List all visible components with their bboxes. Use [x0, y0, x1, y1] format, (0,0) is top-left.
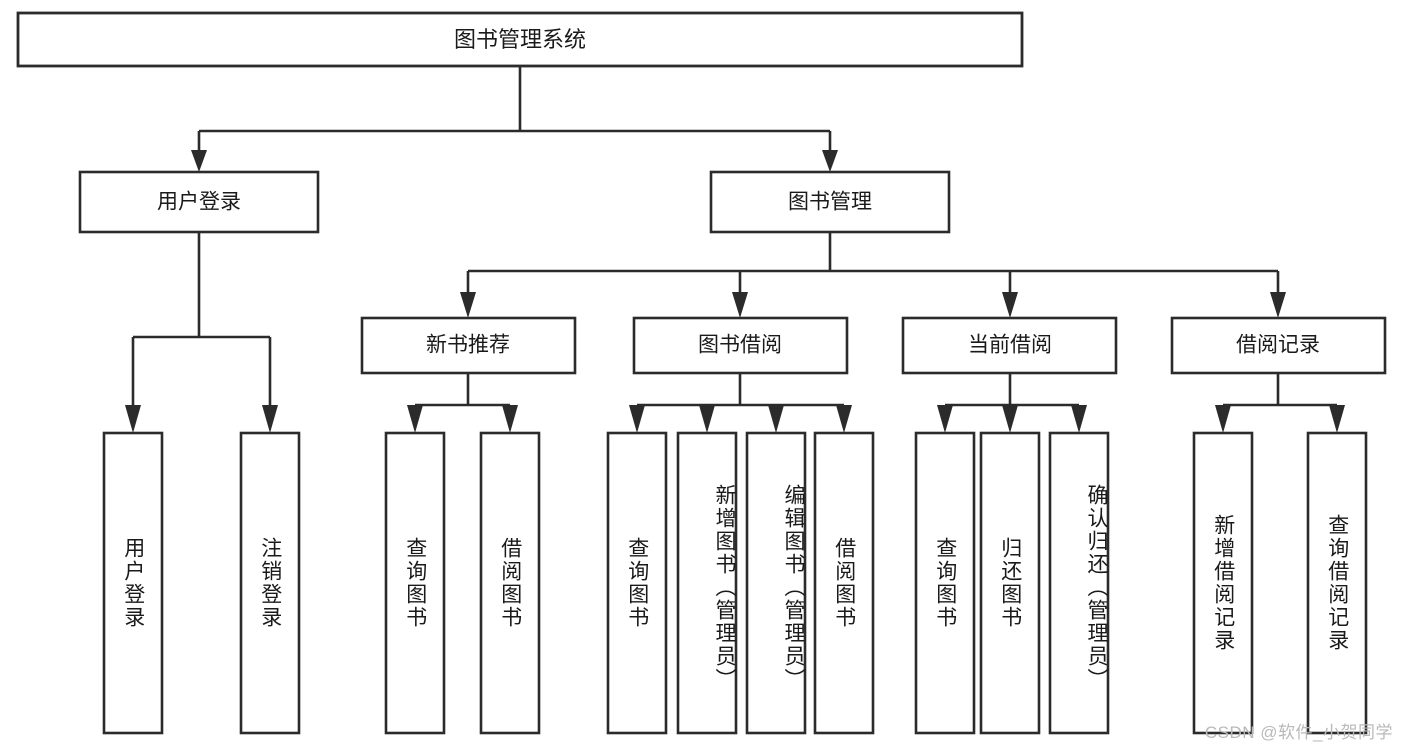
arrow-to-leaf-return-book: [1002, 405, 1018, 433]
arrow-to-leaf-query-book-1: [407, 405, 423, 433]
arrow-to-leaf-query-book-2: [629, 405, 645, 433]
edges-layer: [125, 66, 1345, 433]
node-root-label: 图书管理系统: [454, 27, 586, 52]
arrow-to-leaf-user-login: [125, 405, 141, 433]
arrow-to-book-manage: [822, 150, 838, 172]
leaf-box-query-book-current[interactable]: [914, 431, 976, 735]
node-book-borrow-label: 图书借阅: [698, 334, 782, 357]
arrow-to-current-borrow: [1002, 292, 1018, 318]
node-current-borrow-label: 当前借阅: [968, 334, 1052, 357]
leaf-box-add-book[interactable]: [676, 431, 738, 735]
node-root-system[interactable]: 图书管理系统: [16, 11, 1024, 68]
node-borrow-record[interactable]: 借阅记录: [1170, 316, 1387, 375]
node-new-book-recommend-label: 新书推荐: [426, 334, 510, 357]
leaf-box-query-book-borrow[interactable]: [606, 431, 668, 735]
leaf-box-borrow-book[interactable]: [813, 431, 875, 735]
leaf-box-query-borrow-record[interactable]: [1306, 431, 1368, 735]
node-book-manage-box[interactable]: [709, 170, 951, 234]
arrow-to-user-login: [191, 150, 207, 172]
leaf-box-edit-book[interactable]: [745, 431, 807, 735]
arrow-to-leaf-logout: [262, 405, 278, 433]
node-book-manage-label: 图书管理: [788, 191, 872, 214]
arrow-to-leaf-query-record: [1329, 405, 1345, 433]
leaf-box-user-login[interactable]: [102, 431, 164, 735]
arrow-to-leaf-add-record: [1215, 405, 1231, 433]
node-current-borrow[interactable]: 当前借阅: [901, 316, 1118, 375]
leaf-box-confirm-return[interactable]: [1048, 431, 1110, 735]
arrow-to-book-borrow: [732, 292, 748, 318]
node-book-borrow[interactable]: 图书借阅: [632, 316, 849, 375]
node-root-box[interactable]: [16, 11, 1024, 68]
node-borrow-record-label: 借阅记录: [1236, 334, 1320, 357]
node-book-manage[interactable]: 图书管理: [709, 170, 951, 234]
node-user-login[interactable]: 用户登录: [78, 170, 320, 234]
node-current-borrow-box[interactable]: [901, 316, 1118, 375]
leaf-box-add-borrow-record[interactable]: [1192, 431, 1254, 735]
leaf-box-return-book[interactable]: [979, 431, 1041, 735]
arrow-to-leaf-query-book-3: [937, 405, 953, 433]
node-user-login-label: 用户登录: [157, 191, 241, 214]
node-new-book-recommend-box[interactable]: [360, 316, 577, 375]
arrow-to-leaf-confirm-return: [1071, 405, 1087, 433]
node-book-borrow-box[interactable]: [632, 316, 849, 375]
leaf-box-borrow-book-recommend[interactable]: [479, 431, 541, 735]
node-user-login-box[interactable]: [78, 170, 320, 234]
arrow-to-leaf-edit-book: [768, 405, 784, 433]
arrow-to-leaf-borrow-book-1: [502, 405, 518, 433]
arrow-to-borrow-record: [1270, 292, 1286, 318]
watermark-text: CSDN @软件_小贺同学: [1204, 723, 1393, 742]
nodes-layer: 图书管理系统 用户登录 图书管理 新书推荐 图书借阅 当前: [16, 11, 1387, 735]
arrow-to-new-book-recommend: [460, 292, 476, 318]
arrow-to-leaf-add-book: [699, 405, 715, 433]
leaf-box-logout[interactable]: [239, 431, 301, 735]
leaf-box-query-book-recommend[interactable]: [384, 431, 446, 735]
arrow-to-leaf-borrow-book-2: [836, 405, 852, 433]
node-borrow-record-box[interactable]: [1170, 316, 1387, 375]
node-new-book-recommend[interactable]: 新书推荐: [360, 316, 577, 375]
